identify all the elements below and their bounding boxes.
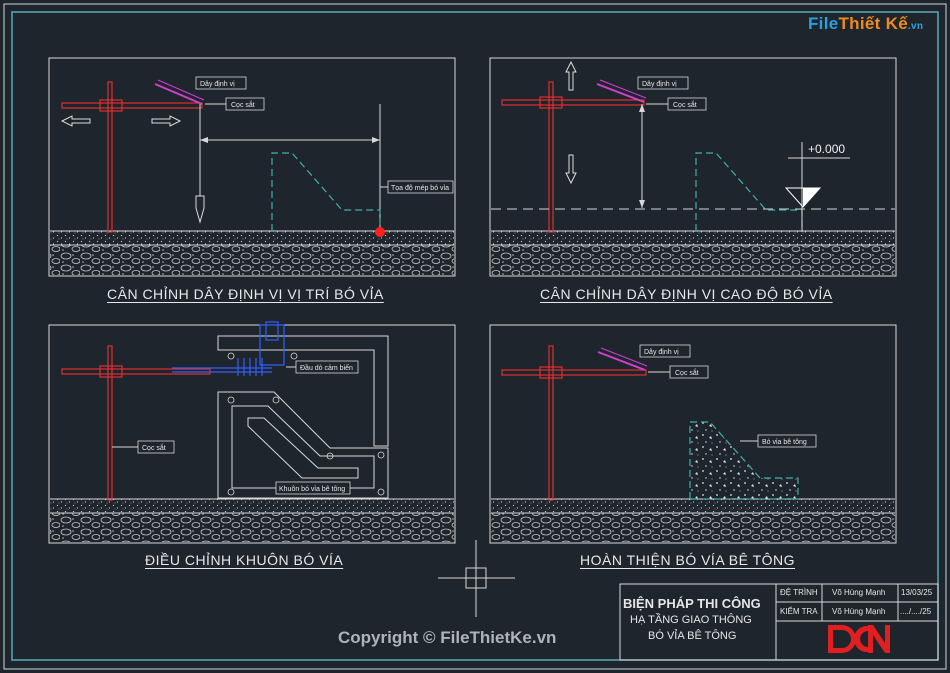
inner-frame: [11, 11, 939, 661]
panel-4-label-string: Dây định vị: [644, 349, 679, 356]
panel-3-formwork-frame: [217, 335, 389, 447]
checked-name: Võ Hùng Mạnh: [832, 607, 886, 616]
panel-4-label-stake: Cọc sắt: [675, 368, 699, 377]
panel-1-gravel-layer: [50, 245, 454, 275]
panel-3-steel-stake: [107, 345, 113, 501]
brand-logo-suffix: .vn: [907, 21, 924, 32]
panel-2-curb-outline: [695, 152, 803, 231]
panel-4-frame: [489, 324, 897, 544]
panel-1-curb-position: Dây định vị Cọc sắt Tọa độ mép bó vỉa: [48, 57, 456, 277]
checked-date: ..../..../25: [900, 607, 932, 616]
panel-1-label-stake: Cọc sắt: [231, 100, 255, 109]
submitted-name: Võ Hùng Mạnh: [832, 588, 886, 597]
panel-1-arrow-right-icon: [151, 115, 182, 127]
panel-3-sensor: [172, 321, 285, 376]
crosshair-icon: [438, 540, 515, 617]
panel-1-plumb-bob-icon: [195, 195, 205, 224]
panel-1-arrow-left-icon: [60, 115, 91, 127]
panel-4-label-curb: Bó vỉa bê tông: [762, 438, 807, 446]
title-block: [619, 583, 939, 661]
panel-4-steel-stake: [548, 345, 554, 501]
panel-1-sand-layer: [50, 231, 454, 245]
outer-frame: [3, 3, 947, 670]
panel-1-label-string: Dây định vị: [200, 81, 235, 88]
title-line-2: HẠ TẦNG GIAO THÔNG: [630, 614, 752, 626]
panel-3-caption: ĐIỀU CHỈNH KHUÔN BÓ VÍA: [145, 552, 344, 568]
panel-2-crossbar: [501, 99, 645, 106]
panel-2-label-string: Dây định vị: [642, 81, 677, 88]
panel-3-frame: [48, 324, 456, 544]
panel-1-crossbar: [61, 102, 203, 109]
company-logo: [828, 625, 890, 653]
panel-3-bolts: [227, 352, 385, 496]
panel-3-label-stake: Cọc sắt: [142, 443, 166, 452]
panel-1-steel-stake: [107, 81, 113, 233]
panel-3-formwork: Đầu dò cảm biến Cọc sắt Khuôn bó vỉa bê …: [48, 321, 456, 544]
brand-logo-thietke: Thiết Kế: [838, 14, 908, 33]
panel-1-edge-point: [375, 227, 385, 237]
checked-role: KIỂM TRA: [780, 607, 818, 616]
title-line-3: BÓ VỈA BÊ TÔNG: [648, 630, 737, 642]
brand-logo: FileThiết Kế.vn: [808, 14, 923, 34]
panel-2-label-stake: Cọc sắt: [673, 100, 697, 109]
panel-2-steel-stake: [548, 81, 554, 233]
panel-1-clamp: [99, 99, 123, 112]
panel-1-caption: CÂN CHỈNH DÂY ĐỊNH VỊ VỊ TRÍ BÓ VỈA: [107, 286, 384, 302]
submitted-date: 13/03/25: [901, 588, 933, 597]
copyright-watermark: Copyright © FileThietKe.vn: [338, 628, 557, 647]
panel-4-caption: HOÀN THIỆN BÓ VÍA BÊ TÔNG: [580, 552, 796, 568]
panel-2-arrow-down-icon: [565, 154, 577, 185]
panel-2-arrow-up-icon: [565, 60, 577, 91]
panel-3-label-sensor: Đầu dò cảm biến: [300, 363, 353, 372]
panel-1-label-edge: Tọa độ mép bó vỉa: [391, 184, 449, 192]
submitted-role: ĐỆ TRÌNH: [780, 588, 818, 597]
panel-4-finished-curb: Dây định vị Cọc sắt Bó vỉa bê tông: [489, 324, 897, 544]
panel-2-elevation-label: +0.000: [808, 142, 845, 156]
title-line-1: BIỆN PHÁP THI CÔNG: [623, 596, 761, 611]
brand-logo-file: File: [808, 14, 839, 33]
panel-2-curb-elevation: +0.000 Dây định vị Cọc sắt: [489, 57, 897, 277]
panel-4-concrete-curb: [689, 421, 799, 500]
panel-2-frame: [489, 57, 897, 277]
panel-3-label-formwork: Khuôn bó vỉa bê tông: [279, 485, 345, 493]
panel-2-caption: CÂN CHỈNH DÂY ĐỊNH VỊ CAO ĐỘ BÓ VỈA: [540, 286, 833, 302]
panel-1-frame: [48, 57, 456, 277]
panel-1-curb-outline: [271, 152, 381, 231]
